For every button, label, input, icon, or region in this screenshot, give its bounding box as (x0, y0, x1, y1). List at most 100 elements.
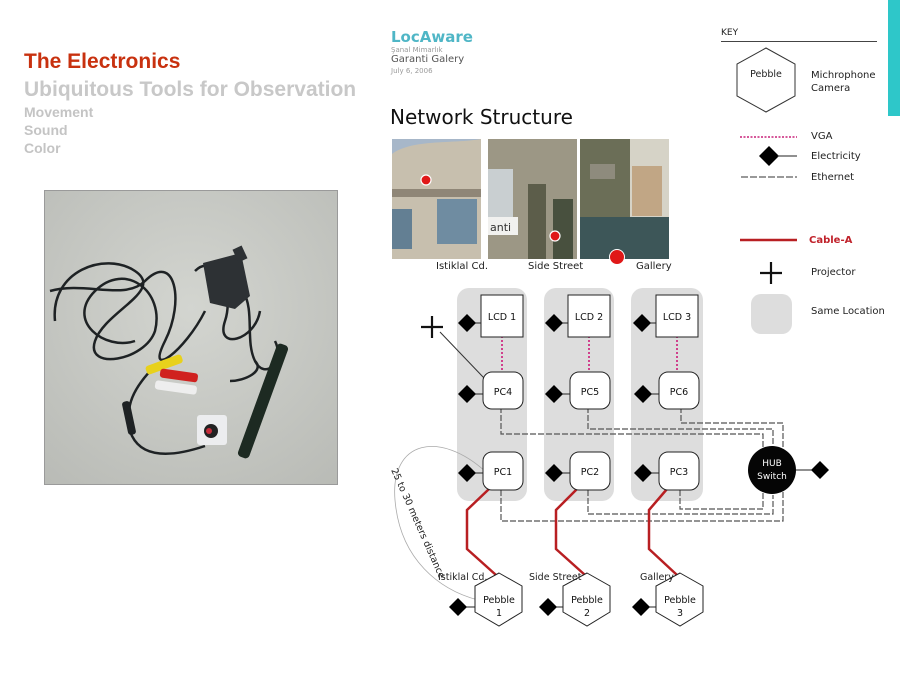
brand-name: LocAware (391, 28, 473, 46)
pc4: PC4 (482, 371, 524, 410)
pc6-label: PC6 (670, 387, 688, 398)
key-projector-icon (760, 262, 782, 284)
electricity-diamond-icon (458, 385, 476, 403)
slide-subtitle: Ubiquitous Tools for Observation (24, 78, 357, 101)
distance-note: 25 to 30 meters distance (388, 467, 447, 581)
pc3: PC3 (658, 451, 700, 491)
brand-date: July 6, 2006 (391, 67, 433, 75)
hub-switch: HUB Switch (748, 446, 796, 494)
pebble-3-number: 3 (677, 608, 683, 619)
distance-arc (394, 446, 487, 601)
lcd-1-label: LCD 1 (488, 312, 516, 323)
accent-bar (888, 0, 900, 116)
projector-icon (421, 316, 443, 338)
key-vga-label: VGA (811, 131, 833, 142)
electronics-illustration (45, 191, 337, 484)
location-photo-side-street: anti (488, 139, 577, 259)
key-title: KEY (721, 28, 739, 38)
lcd-3-label: LCD 3 (663, 312, 691, 323)
pc5: PC5 (569, 371, 611, 410)
lcd-2: LCD 2 (567, 294, 611, 338)
key-electricity-symbol (759, 146, 797, 166)
electricity-diamond-icon (458, 314, 476, 332)
topic-color: Color (24, 140, 61, 156)
key-ethernet-label: Ethernet (811, 172, 855, 183)
pebble-3-label: Pebble (664, 595, 696, 606)
lcd-2-label: LCD 2 (575, 312, 603, 323)
pc6: PC6 (658, 371, 700, 410)
key-electricity-label: Electricity (811, 151, 861, 162)
key-divider (721, 41, 877, 42)
pebble-2: Pebble 2 (562, 572, 611, 627)
pen (237, 343, 289, 459)
red-rca-plug (159, 368, 198, 383)
key-pebble-desc-1: Michrophone (811, 70, 876, 81)
caption-istiklal: Istiklal Cd. (436, 261, 489, 272)
pebble-3: Pebble 3 (655, 572, 704, 627)
projector-link (439, 331, 485, 379)
brand-author: Şanal Mimarlık (391, 46, 443, 54)
electricity-diamond-icon (632, 598, 650, 616)
electricity-diamond-icon (811, 461, 829, 479)
lcd-1: LCD 1 (480, 294, 524, 338)
mini-camera (197, 415, 227, 445)
electricity-diamond-icon (539, 598, 557, 616)
topic-sound: Sound (24, 122, 68, 138)
electricity-diamond-icon (545, 314, 563, 332)
cable-junction (122, 401, 136, 435)
caption-side-street: Side Street (528, 261, 584, 272)
pebble-1-caption: Istiklal Cd. (438, 572, 487, 583)
pebble-3-caption: Gallery (640, 572, 674, 583)
pebble-marker (549, 230, 561, 242)
lcd-3: LCD 3 (655, 294, 699, 338)
pc1: PC1 (482, 451, 524, 491)
svg-text:anti: anti (490, 221, 511, 234)
electricity-diamond-icon (458, 464, 476, 482)
pebble-1-label: Pebble (483, 595, 515, 606)
key-pebble-label: Pebble (750, 69, 782, 80)
pc3-label: PC3 (670, 467, 688, 478)
caption-gallery: Gallery (636, 261, 672, 272)
cable-tangle (49, 262, 279, 455)
key-same-location-label: Same Location (811, 306, 885, 317)
pebble-marker (420, 174, 432, 186)
network-title: Network Structure (390, 105, 573, 129)
electronics-photo (44, 190, 338, 485)
key-pebble-desc-2: Camera (811, 83, 851, 94)
location-photo-istiklal (392, 139, 481, 259)
electricity-diamond-icon (634, 385, 652, 403)
white-rca-plug (154, 380, 197, 395)
electricity-diamond-icon (633, 314, 651, 332)
key-pebble-hexagon: Pebble (736, 47, 796, 113)
pebble-marker-gallery (609, 249, 625, 265)
pc1-label: PC1 (494, 467, 512, 478)
pebble-2-label: Pebble (571, 595, 603, 606)
cable-a-lines (465, 488, 678, 576)
electricity-diamond-icon (545, 464, 563, 482)
electricity-connectors (449, 314, 829, 616)
brand-venue: Garanti Galery (391, 54, 465, 65)
pc5-label: PC5 (581, 387, 599, 398)
pebble-1-number: 1 (496, 608, 502, 619)
pebble-2-caption: Side Street (529, 572, 582, 583)
key-cable-a-label: Cable-A (809, 235, 853, 246)
ethernet-lines (500, 407, 784, 522)
pc2-label: PC2 (581, 467, 599, 478)
slide-title: The Electronics (24, 50, 181, 73)
hub-label-2: Switch (757, 472, 787, 482)
electricity-diamond-icon (449, 598, 467, 616)
yellow-rca-plug (145, 354, 183, 375)
pc2: PC2 (569, 451, 611, 491)
electricity-diamond-icon (634, 464, 652, 482)
key-same-location-box (751, 294, 792, 334)
power-adapter (203, 245, 250, 309)
pc4-label: PC4 (494, 387, 512, 398)
vga-lines (501, 336, 678, 372)
location-photo-gallery (580, 139, 669, 259)
electricity-diamond-icon (545, 385, 563, 403)
key-projector-label: Projector (811, 267, 856, 278)
topic-movement: Movement (24, 104, 94, 120)
hub-label-1: HUB (762, 459, 782, 469)
pebble-1: Pebble 1 (474, 572, 523, 627)
